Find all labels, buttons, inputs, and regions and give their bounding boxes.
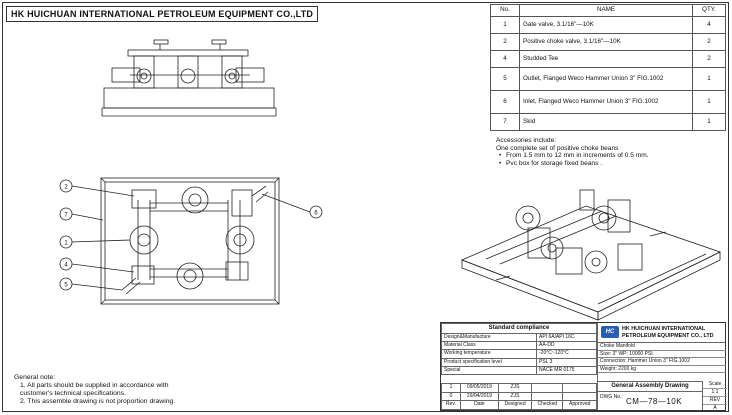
balloon-label: 4 [64,263,68,269]
std-key: Special [441,365,537,375]
rev-cell [562,383,597,393]
company-logo-row: HC HK HUICHUAN INTERNATIONAL PETROLEUM E… [598,323,726,343]
info-line: Weight: 2200 kg [598,366,726,374]
accessories-note: Accessories include: One complete set of… [496,137,724,167]
bom-qty: 1 [692,113,726,131]
bom-row: 7 Skid 1 [490,113,726,131]
plan-view [100,177,280,305]
std-key: Design&Manufacture [441,332,537,343]
rev-cell: 09/05/2019 [459,383,499,393]
rev-cell: 29/04/2019 [459,391,499,402]
scale-value: 1:1 [703,388,727,396]
company-name: HK HUICHUAN INTERNATIONAL PETROLEUM EQUI… [622,326,714,340]
bom-qty: 1 [692,67,726,91]
info-line: Choke Manifold [598,343,726,351]
std-value: AA-DD [536,341,597,351]
info-line: Connection: Hammer Union 3" FIG.1002 [598,358,726,366]
dwg-no-label: DWG No.: [600,394,623,400]
scale-rev-block: Scale 1:1 REV A [702,381,727,412]
rev-cell: 0 [441,391,461,402]
bom-row: 1 Gate valve, 3.1/16"—10K 4 [490,16,726,34]
rev-label: REV [703,396,727,404]
std-value: -20°C~120°C [536,349,597,359]
std-title: Standard compliance [441,323,597,334]
balloon-label: 7 [64,213,68,219]
rev-cell: ZJS [497,383,533,393]
scale-label: Scale [708,381,722,387]
std-key: Product specification level [441,357,537,367]
isometric-view [460,189,722,321]
bom-qty: 1 [692,90,726,114]
company-name-line: HK HUICHUAN INTERNATIONAL [622,326,706,332]
balloon-label: 2 [64,185,68,191]
rev-cell [531,391,564,402]
std-key: Material Class [441,341,537,351]
bom-table: No. NAME QTY. 1 Gate valve, 3.1/16"—10K … [490,4,726,131]
front-elevation-view [101,39,277,117]
general-notes: General note: 1. All parts should be sup… [14,374,175,407]
company-name-line: PETROLEUM EQUIPMENT CO., LTD [622,332,714,339]
product-info: Choke Manifold Size: 3" WP: 10000 PSI Co… [598,343,726,374]
drawing-number-block: General Assembly Drawing DWG No.: CM—78—… [598,381,727,412]
rev-header: Designed [497,400,533,410]
company-logo-icon: HC [601,326,619,338]
rev-header: Approved [562,400,597,410]
dwg-number: CM—78—10K [626,397,683,406]
drawing-title: General Assembly Drawing [598,381,702,392]
company-title: HK HUICHUAN INTERNATIONAL PETROLEUM EQUI… [6,6,319,22]
bom-name: Skid [519,113,693,131]
note-line: 1. All parts should be supplied in accor… [20,382,169,390]
rev-cell: ZJS [497,391,533,402]
info-line: Size: 3" WP: 10000 PSI [598,351,726,359]
bom-row: 5 Outlet, Flanged Weco Hammer Union 3" F… [490,67,726,91]
rev-value: A [703,404,727,412]
accessories-title: Accessories include: [496,137,557,144]
rev-cell [531,383,564,393]
accessories-line: One complete set of positive choke beans [496,144,619,152]
balloon-label: 1 [64,241,68,247]
balloon-label: 6 [314,211,318,217]
note-line: customer's technical specifications. [20,390,126,398]
rev-cell [562,391,597,402]
balloon-label: 5 [64,283,68,289]
std-value: NACE MR 0175 [536,365,597,375]
revision-table: 1 09/05/2019 ZJS 0 29/04/2019 ZJS Rev. D… [441,383,597,410]
title-block-right: HC HK HUICHUAN INTERNATIONAL PETROLEUM E… [597,323,727,412]
part-balloons: 2 7 1 4 5 6 [59,179,323,291]
std-key: Working temperature [441,349,537,359]
rev-cell: 1 [441,383,461,393]
accessories-bullet: From 1.5 mm to 12 mm in increments of 0.… [496,152,724,160]
note-line: 2. This assemble drawing is not proporti… [20,398,176,406]
rev-header: Checked [531,400,564,410]
rev-header: Rev. [441,400,461,410]
std-value: API 6A/API 16C [536,332,597,343]
std-value: PSL 3 [536,357,597,367]
bom-header-row: No. NAME QTY. [490,4,726,17]
rev-header: Date [459,400,499,410]
bom-name: Outlet, Flanged Weco Hammer Union 3" FIG… [519,67,693,91]
accessories-bullet: Pvc box for storage fixed beans . [496,160,724,168]
notes-title: General note: [14,374,56,381]
